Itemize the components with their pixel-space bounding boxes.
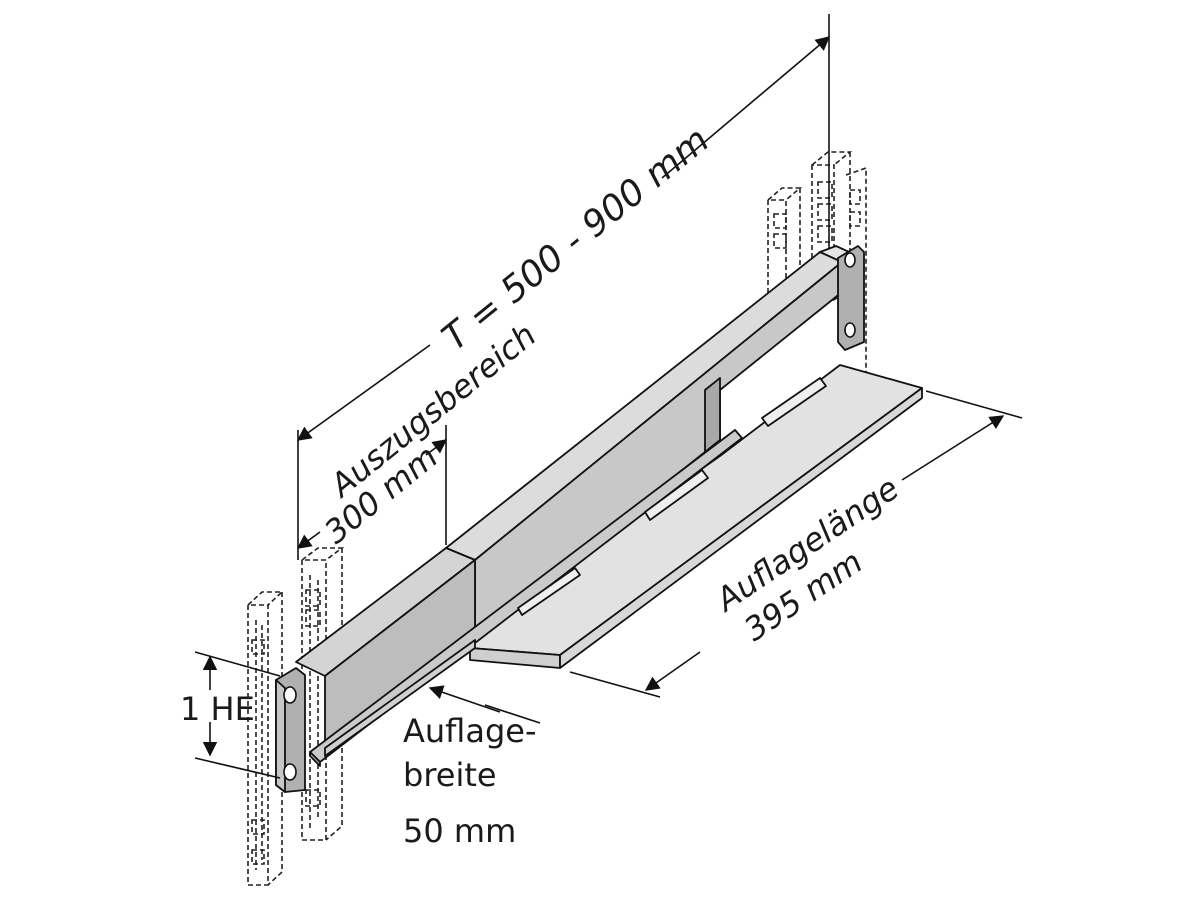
depth-dimension-line-a <box>296 344 431 441</box>
length-extension-front <box>569 671 661 698</box>
screw-hole-icon <box>844 252 856 268</box>
screw-hole-icon <box>283 763 297 781</box>
length-dimension-line-a <box>644 651 701 691</box>
height-label: 1 HE <box>180 690 255 728</box>
width-label-line2: breite <box>403 756 497 794</box>
width-dimension-line <box>428 685 501 713</box>
screw-hole-icon <box>844 322 856 338</box>
width-label-line3: 50 mm <box>403 812 516 850</box>
rack-post-front-left <box>247 591 285 886</box>
length-extension-rear <box>925 390 1023 419</box>
depth-dimension-line-b <box>661 36 831 179</box>
front-mounting-bracket <box>275 667 306 793</box>
telescopic-rail <box>295 245 859 767</box>
screw-hole-icon <box>283 686 297 704</box>
travel-dimension-line-a <box>296 531 321 549</box>
rear-mounting-bracket <box>837 245 865 351</box>
width-label-line1: Auflage- <box>403 712 536 750</box>
height-extension-bottom <box>194 757 281 779</box>
depth-label: T = 500 - 900 mm <box>435 119 717 358</box>
travel-dimension-line-b <box>425 439 448 456</box>
width-extension-line <box>484 704 541 724</box>
length-dimension-line-b <box>901 415 1005 481</box>
